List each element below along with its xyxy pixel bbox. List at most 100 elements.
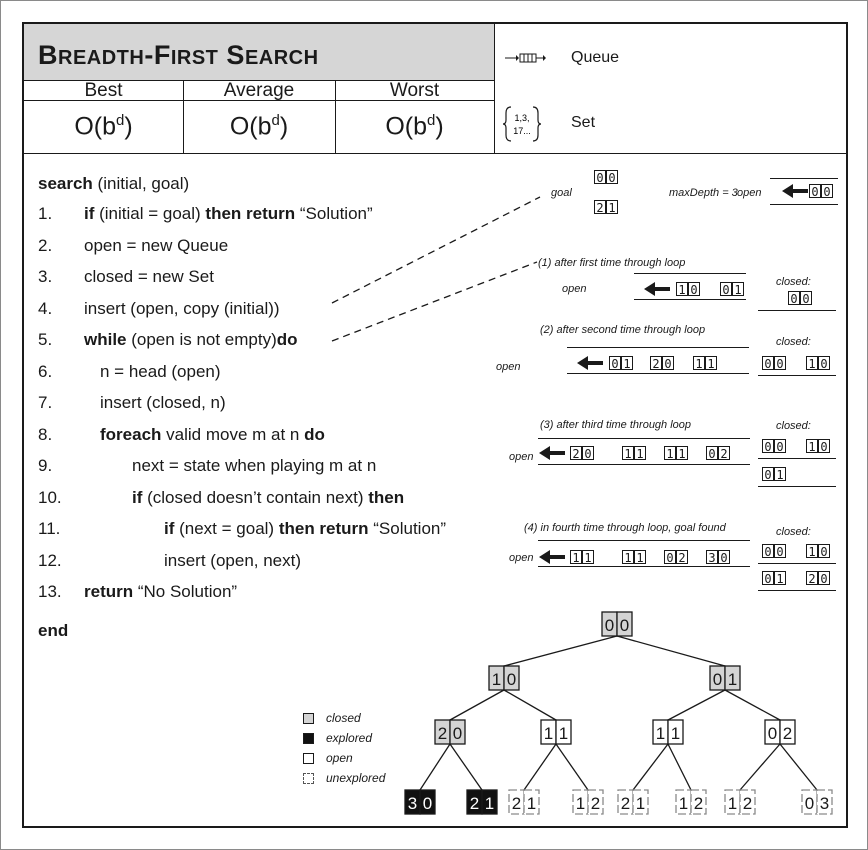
queue-rail [538,566,750,567]
tree-node-digit: 2 [621,794,630,813]
code-text: “No Solution” [133,582,238,601]
tree-edge [724,689,781,721]
set-icon: 1,3, 17... [503,106,541,142]
cell-digit: 0 [818,571,830,586]
set-icon-text: 17... [513,126,531,136]
tree-node-digit: 1 [728,794,737,813]
closed-swatch [303,713,314,724]
code-line: insert (closed, n) [100,393,226,413]
queue-rail [567,347,749,348]
cell-digit: 0 [818,439,830,454]
code-text: insert (closed, n) [100,393,226,412]
queue-rail [770,204,838,205]
tree-edge [667,743,692,791]
queue-rail [567,373,749,374]
cell-digit: 0 [606,170,618,185]
cell-digit: 1 [806,439,818,454]
closed-label: closed: [776,336,811,348]
tree-node-cell [523,789,540,815]
tree-node-digit: 2 [591,794,600,813]
legend-label: explored [326,731,373,745]
cell-digit: 0 [800,291,812,306]
queue-rail [634,273,746,274]
tree-node-digit: 1 [544,724,553,743]
code-text: open = new Queue [84,235,229,255]
code-footer: end [38,621,69,640]
open-label: open [509,451,534,463]
cell-digit: 0 [688,282,700,297]
tree-edge [503,689,557,721]
connector-line [331,196,541,304]
tree-edge [419,743,451,791]
tree-edge [523,743,557,791]
code-line: open = new Queue [84,236,228,256]
open-label: open [496,361,521,373]
code-keyword: then return [278,519,369,538]
cell-digit: 0 [706,446,718,461]
code-line: if (next = goal) then return “Solution” [164,519,446,539]
cell-digit: 2 [650,356,662,371]
cell-digit: 1 [676,446,688,461]
code-text: (initial = goal) [94,204,206,223]
cell-digit: 0 [821,184,833,199]
tree-node-digit: 1 [636,794,645,813]
code-line: if (initial = goal) then return “Solutio… [84,204,373,224]
line-number: 12. [38,550,62,570]
tree-node-digit: 0 [423,794,432,813]
best-complexity: O(bd) [74,112,133,141]
divider [24,100,494,101]
tree-node-digit: 0 [605,616,614,635]
step-caption: (1) after first time through loop [538,257,686,269]
queue-head-arrow [577,356,603,370]
tree-node-cell [503,665,520,691]
cell-digit: 0 [762,544,774,559]
line-number: 11. [38,519,61,538]
open-label: open [562,283,587,295]
connector-line [331,261,538,342]
cell-digit: 0 [718,550,730,565]
code-text: (next = goal) [174,519,279,538]
tree-edge [739,743,781,791]
tree-node-digit: 2 [470,794,479,813]
tree-edge [555,743,589,791]
cell-digit: 1 [774,571,786,586]
cell-digit: 2 [676,550,688,565]
cell-digit: 1 [621,356,633,371]
cell-digit: 2 [570,446,582,461]
cell-digit: 2 [718,446,730,461]
tree-node-cell [724,665,741,691]
line-number: 5. [38,330,53,349]
code-keyword: do [276,330,298,349]
queue-rail [538,438,750,439]
code-header: search (initial, goal) [38,174,190,193]
step-caption: (3) after third time through loop [540,419,692,431]
code-keyword: then [368,487,405,507]
tree-node-digit: 2 [783,724,792,743]
queue-rail [538,540,750,541]
code-keyword: if [132,487,143,507]
divider [335,80,336,153]
code-text: next = state when playing m at n [132,456,377,475]
code-text: n = head (open) [100,361,221,381]
divider [494,24,495,154]
set-rail [758,310,836,311]
tree-node-digit: 2 [694,794,703,813]
code-line: foreach valid move m at n do [100,425,325,445]
queue-label: Queue [571,49,620,66]
code-line: next = state when playing m at n [132,456,376,476]
page-title: BREADTH-FIRST SEARCH [38,40,319,70]
